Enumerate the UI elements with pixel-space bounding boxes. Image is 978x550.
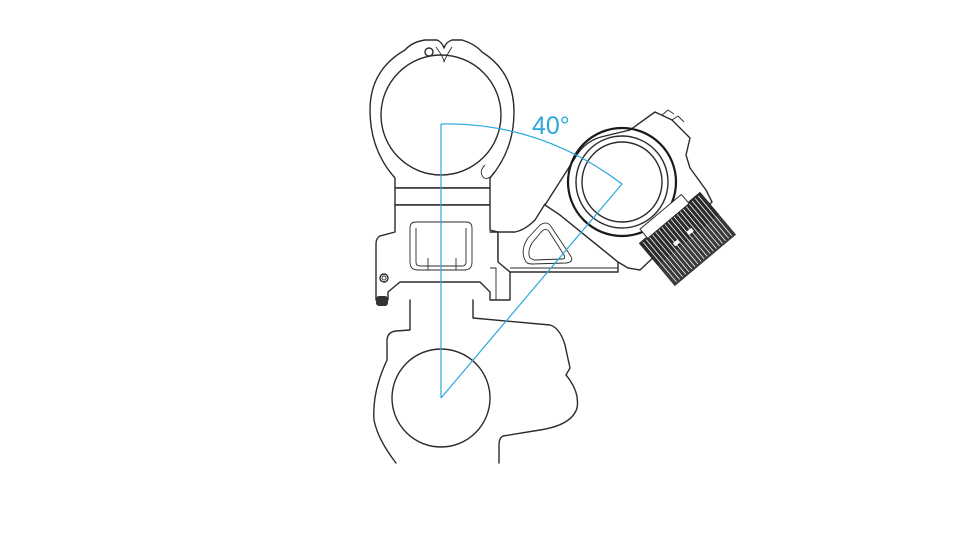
ring-base-clamp	[375, 187, 511, 306]
angle-arc	[440, 123, 623, 185]
angle-label: 40°	[532, 112, 570, 140]
knurled-knob	[638, 191, 737, 287]
sight-housing-ring	[566, 126, 678, 238]
offset-arm	[489, 203, 619, 273]
clamp-screw	[379, 273, 389, 283]
ring-screw-hole	[424, 47, 434, 57]
sight-lens	[581, 141, 663, 223]
red-dot-sight	[544, 109, 737, 287]
angled-reference-line	[440, 183, 623, 399]
scope-ring	[369, 39, 515, 189]
lower-body	[373, 299, 579, 464]
clamp-knob	[376, 296, 388, 306]
angle-annotation: 40°	[440, 112, 623, 399]
